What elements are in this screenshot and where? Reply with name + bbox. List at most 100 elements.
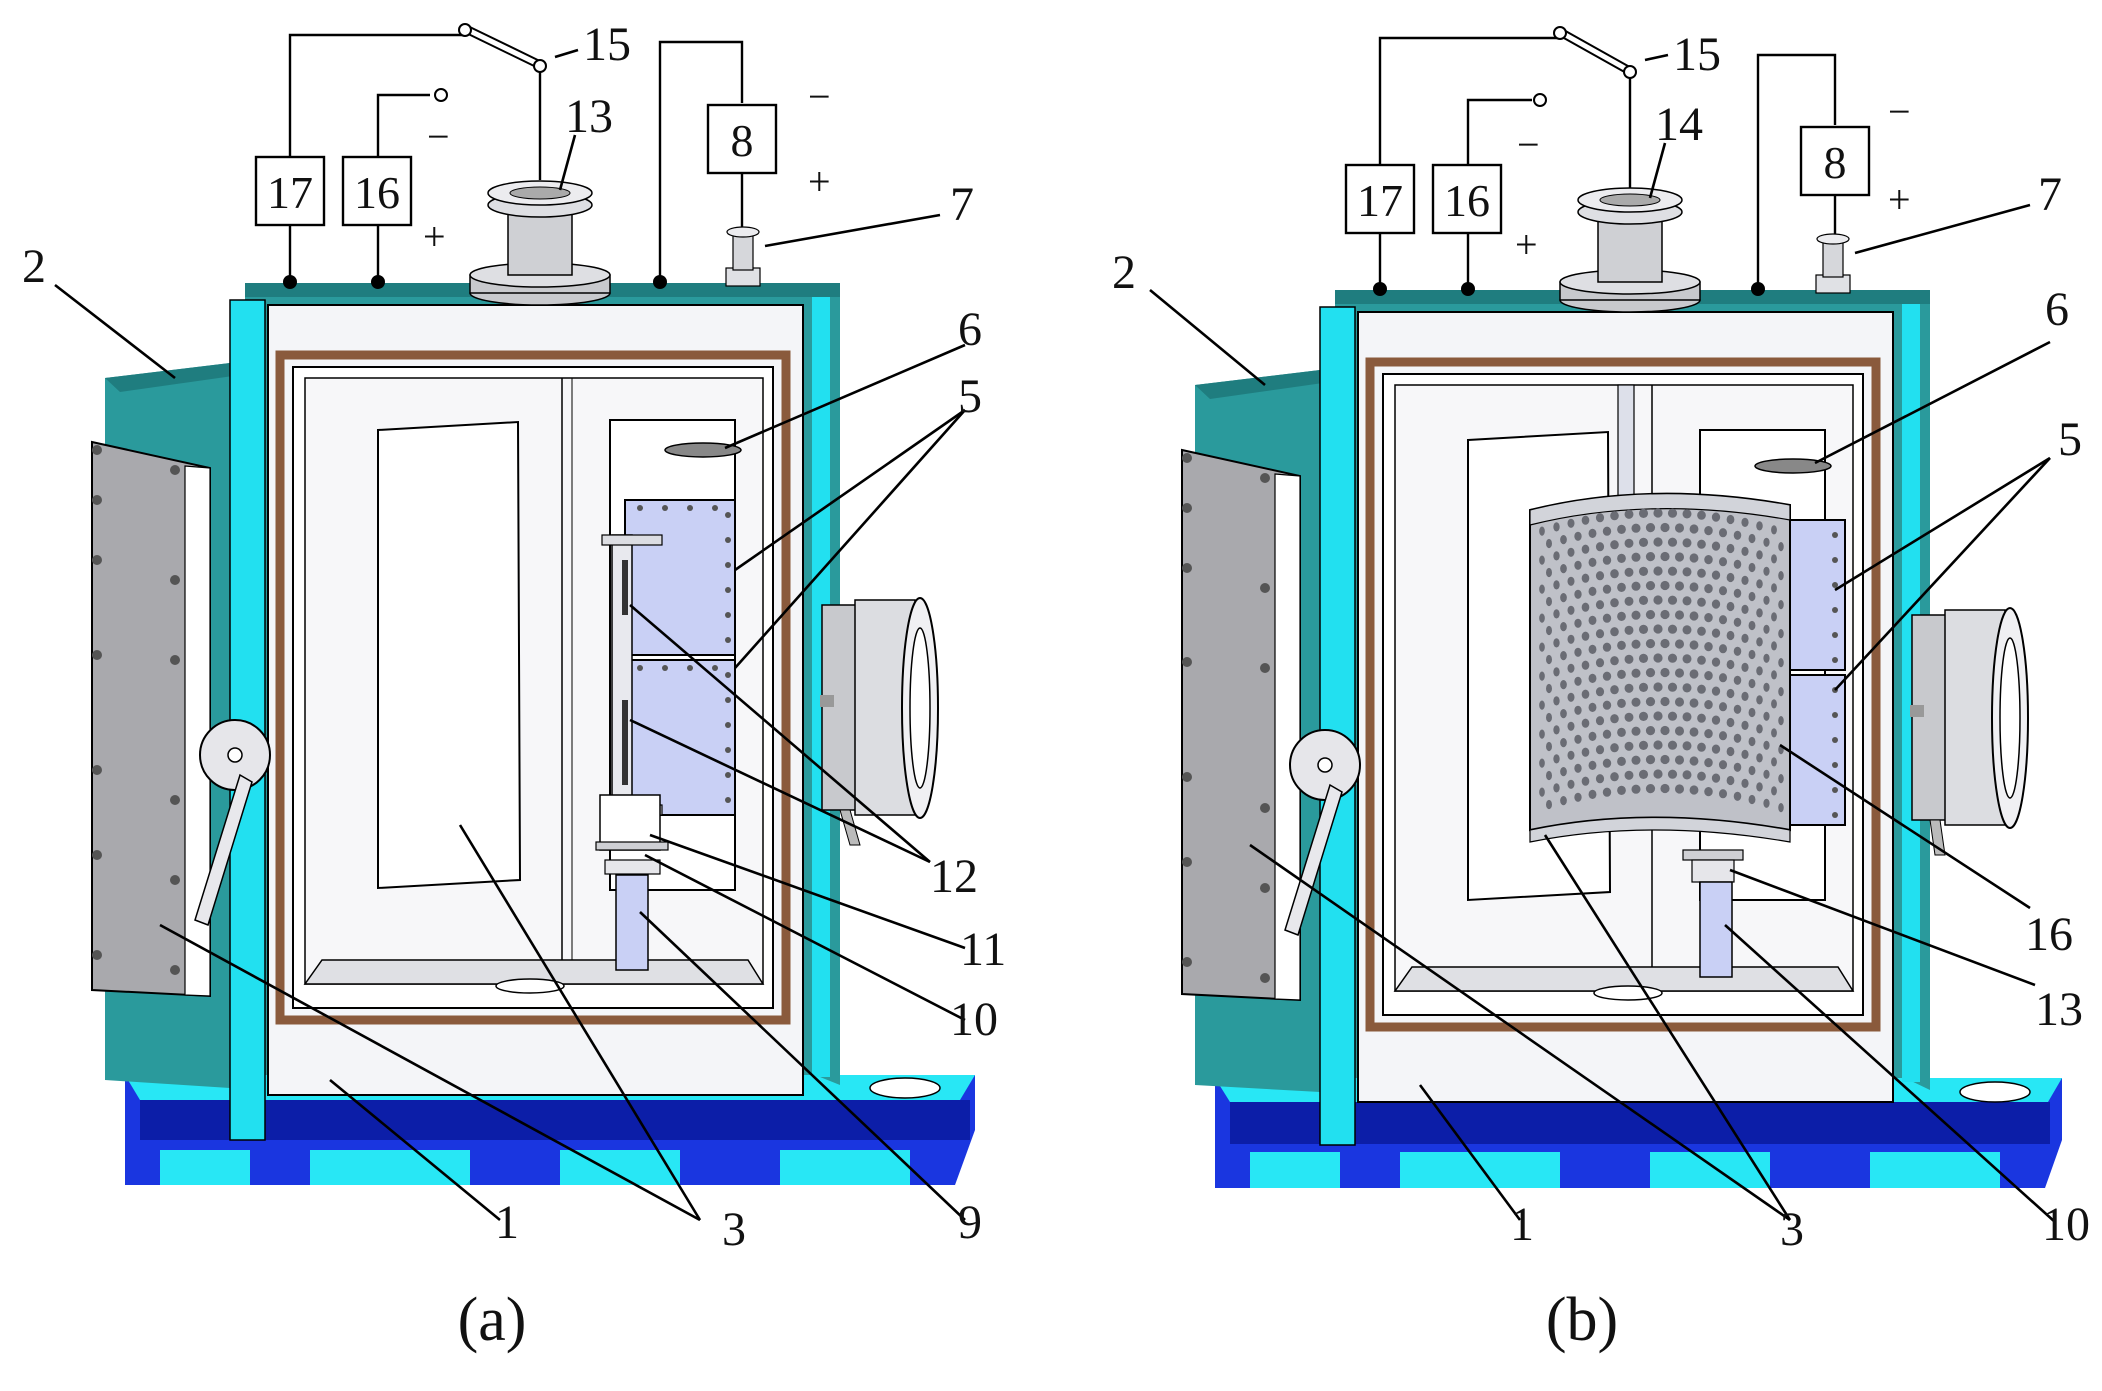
perforation-hole: [1546, 538, 1552, 549]
perforation-hole: [1726, 746, 1735, 757]
panel-a: 17 16 8 − + − +: [22, 18, 1006, 1354]
perforation-hole: [1653, 711, 1663, 721]
perforation-hole: [1726, 601, 1735, 612]
perforation-hole: [1539, 700, 1545, 710]
perforation-hole: [1711, 657, 1721, 667]
perforation-hole: [1645, 755, 1656, 765]
perforation-hole: [1778, 658, 1784, 668]
perforation-hole: [1602, 787, 1612, 797]
perforation-hole: [1546, 770, 1552, 781]
perforation-hole: [1682, 625, 1692, 635]
perforation-hole: [1741, 546, 1749, 557]
perforation-hole: [1595, 600, 1605, 610]
perforation-hole: [1567, 518, 1575, 528]
label-14-b: 16: [2025, 908, 2073, 961]
perforation-hole: [1711, 686, 1721, 696]
label-6-a: 6: [958, 303, 982, 356]
sign-minus-16-b: −: [1517, 122, 1540, 167]
perforation-hole: [1704, 671, 1713, 681]
box-8-a: [706, 103, 778, 175]
perforation-hole: [1581, 747, 1590, 757]
perforation-hole: [1733, 675, 1742, 685]
perforation-hole: [1689, 756, 1699, 766]
perforation-hole: [1624, 770, 1634, 780]
perforation-hole: [1595, 774, 1605, 784]
perforation-hole: [1682, 509, 1692, 519]
perforation-hole: [1689, 553, 1699, 563]
label-9-b: 10: [2042, 1198, 2090, 1251]
caption-a: (a): [458, 1286, 527, 1354]
label-2-b: 2: [1112, 246, 1136, 299]
perforation-hole: [1645, 552, 1656, 562]
perforation-hole: [1756, 753, 1763, 763]
perforation-hole: [1553, 725, 1560, 735]
perforation-hole: [1588, 615, 1597, 626]
perforation-hole: [1588, 644, 1597, 655]
perforation-hole: [1560, 564, 1567, 574]
perforation-hole: [1574, 560, 1582, 570]
perforation-hole: [1704, 584, 1713, 594]
box-16-label-b: 16: [1444, 175, 1490, 226]
side-port: [820, 597, 939, 846]
sign-minus-8-a: −: [808, 74, 831, 119]
perforation-hole: [1667, 769, 1678, 779]
perforation-hole: [1624, 538, 1634, 548]
box-17-b: [1344, 163, 1416, 235]
perforation-hole: [1778, 629, 1784, 639]
label-10-a: 10: [950, 993, 998, 1046]
perforation-hole: [1638, 566, 1649, 577]
perforation-hole: [1624, 741, 1634, 751]
perforation-hole: [1581, 544, 1590, 554]
label-11-a: 11: [960, 923, 1006, 976]
perforation-hole: [1631, 784, 1641, 794]
perforation-hole: [1631, 610, 1641, 620]
label-7-b: 7: [2038, 168, 2062, 221]
leader-lines-a: [54, 48, 966, 1222]
perforation-hole: [1617, 524, 1626, 535]
perforation-hole: [1631, 523, 1641, 533]
perforation-hole: [1645, 581, 1656, 591]
perforation-hole: [1567, 750, 1575, 760]
perforation-hole: [1567, 663, 1575, 673]
perforation-hole: [1697, 510, 1706, 520]
perforation-hole: [1660, 638, 1670, 649]
perforation-hole: [1771, 757, 1777, 767]
perforation-hole: [1778, 571, 1784, 581]
perforation-hole: [1682, 741, 1692, 751]
perforation-hole: [1697, 655, 1706, 665]
perforation-hole: [1778, 716, 1784, 726]
perforation-hole: [1667, 653, 1678, 663]
perforation-hole: [1539, 729, 1545, 739]
label-5-a: 5: [958, 370, 982, 423]
perforation-hole: [1610, 569, 1619, 579]
perforation-hole: [1682, 770, 1692, 780]
perforation-hole: [1741, 517, 1749, 528]
perforation-hole: [1610, 772, 1619, 782]
perforation-hole: [1660, 522, 1670, 533]
perforation-hole: [1689, 582, 1699, 592]
perforation-hole: [1539, 671, 1545, 681]
feedthrough-7: [725, 226, 761, 287]
perforation-hole: [1588, 789, 1597, 800]
label-6-b: 6: [2045, 283, 2069, 336]
perforation-hole: [1539, 584, 1545, 594]
perforation-hole: [1624, 596, 1634, 606]
perforation-hole: [1653, 769, 1663, 779]
perforation-hole: [1581, 602, 1590, 612]
perforation-hole: [1602, 584, 1612, 594]
perforation-hole: [1682, 538, 1692, 548]
perforation-hole: [1610, 598, 1619, 608]
perforation-hole: [1733, 733, 1742, 743]
perforation-hole: [1617, 553, 1626, 564]
perforation-hole: [1560, 796, 1567, 806]
perforation-hole: [1581, 689, 1590, 699]
perforation-hole: [1660, 754, 1670, 765]
perforation-hole: [1689, 640, 1699, 650]
perforation-hole: [1697, 713, 1706, 723]
perforation-hole: [1763, 537, 1770, 547]
perforation-hole: [1631, 726, 1641, 736]
perforation-hole: [1682, 567, 1692, 577]
side-port: [1910, 607, 2029, 856]
perforation-hole: [1733, 617, 1742, 627]
perforation-hole: [1697, 626, 1706, 636]
